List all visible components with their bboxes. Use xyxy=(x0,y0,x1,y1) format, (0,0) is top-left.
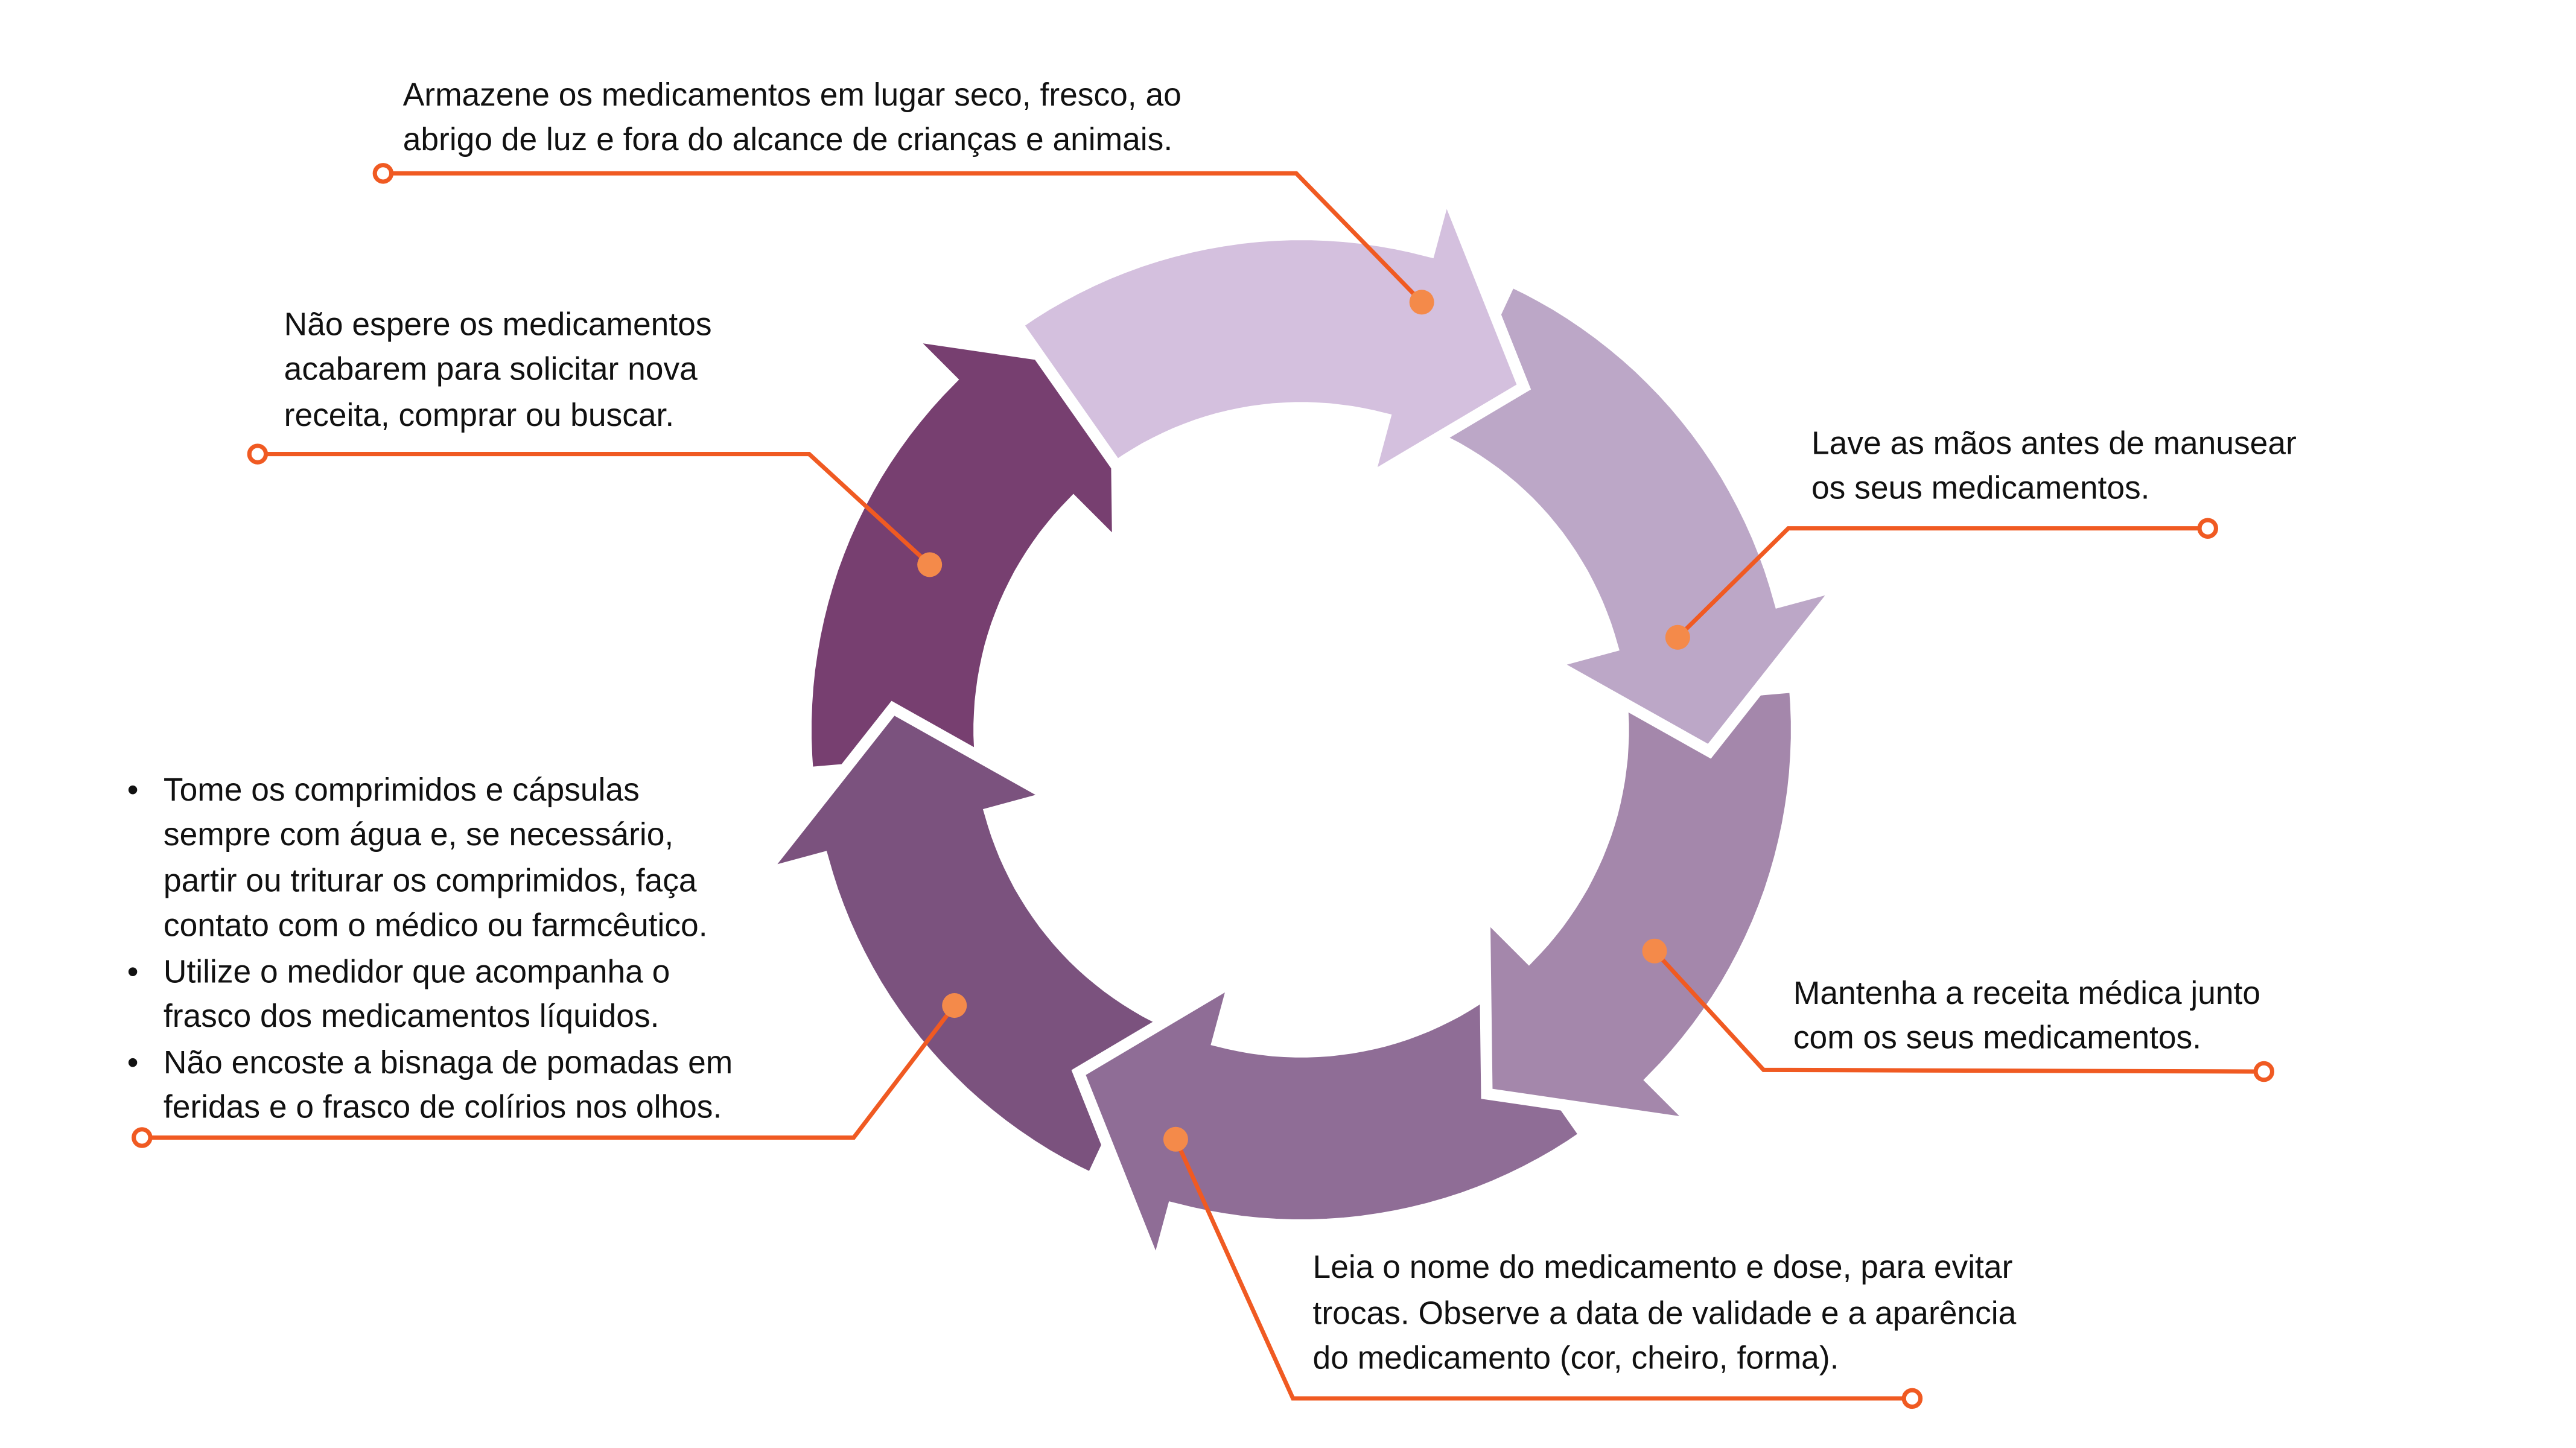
leader-wash-hands xyxy=(1665,518,2218,650)
text-administration: • Tome os comprimidos e cápsulas sempre … xyxy=(127,772,733,1125)
text-line: trocas. Observe a data de validade e a a… xyxy=(1313,1296,2017,1332)
text-line: Lave as mãos antes de manusear xyxy=(1811,426,2297,462)
leader-line xyxy=(1676,526,2201,639)
leader-line xyxy=(1653,949,2257,1074)
leader-end-ring xyxy=(2253,1061,2275,1082)
text-line: abrigo de luz e fora do alcance de crian… xyxy=(403,122,1172,157)
leader-storage xyxy=(372,163,1434,315)
text-read-name: Leia o nome do medicamento e dose, para … xyxy=(1313,1250,2017,1376)
bullet: • xyxy=(127,772,139,808)
text-line: Armazene os medicamentos em lugar seco, … xyxy=(403,77,1181,113)
text-line: Leia o nome do medicamento e dose, para … xyxy=(1313,1250,2013,1285)
text-line: receita, comprar ou buscar. xyxy=(284,398,675,433)
leader-end-ring xyxy=(247,443,269,465)
text-line: Mantenha a receita médica junto xyxy=(1793,976,2260,1011)
leader-line xyxy=(148,1004,956,1140)
text-prescription: Mantenha a receita médica junto com os s… xyxy=(1793,976,2260,1056)
leader-end-ring xyxy=(372,163,394,184)
text-line: frasco dos medicamentos líquidos. xyxy=(164,999,660,1034)
leader-read-name xyxy=(1163,1126,1923,1409)
text-line: sempre com água e, se necessário, xyxy=(164,817,673,853)
leader-prescription xyxy=(1642,938,2275,1082)
text-line: com os seus medicamentos. xyxy=(1793,1020,2201,1056)
arrow-read-name xyxy=(1071,968,1594,1288)
bullet: • xyxy=(127,954,139,989)
text-line: acabarem para solicitar nova xyxy=(284,351,698,387)
text-wash-hands: Lave as mãos antes de manusear os seus m… xyxy=(1811,426,2297,506)
text-storage: Armazene os medicamentos em lugar seco, … xyxy=(403,77,1181,157)
cycle-arrows xyxy=(746,172,1856,1288)
leader-end-ring xyxy=(1901,1388,1923,1409)
leader-line xyxy=(264,452,932,567)
bullet: • xyxy=(127,1045,139,1081)
leader-dot xyxy=(1642,938,1667,964)
leader-dot xyxy=(1665,624,1690,650)
leader-dot xyxy=(917,552,943,577)
leader-end-ring xyxy=(2197,518,2218,539)
text-line: Não encoste a bisnaga de pomadas em xyxy=(164,1045,733,1081)
leader-end-ring xyxy=(132,1127,153,1148)
text-line: do medicamento (cor, cheiro, forma). xyxy=(1313,1341,1839,1376)
leader-administration xyxy=(132,993,967,1148)
text-line: os seus medicamentos. xyxy=(1811,470,2150,506)
arrow-wash-hands xyxy=(1430,273,1856,759)
arrow-storage xyxy=(1009,172,1531,492)
text-line: Tome os comprimidos e cápsulas xyxy=(164,772,640,808)
text-line: partir ou triturar os comprimidos, faça xyxy=(164,863,697,899)
text-line: Não espere os medicamentos xyxy=(284,307,712,343)
leader-dot xyxy=(942,993,967,1018)
leader-line xyxy=(389,171,1423,304)
text-line: feridas e o frasco de colírios nos olhos… xyxy=(164,1090,722,1125)
leader-dot xyxy=(1163,1126,1188,1152)
text-renew: Não espere os medicamentos acabarem para… xyxy=(284,307,712,434)
arrow-prescription xyxy=(1478,680,1802,1133)
arrow-administration xyxy=(746,700,1173,1187)
leader-dot xyxy=(1409,290,1434,315)
leader-line xyxy=(1174,1138,1906,1401)
text-line: Utilize o medidor que acompanha o xyxy=(164,954,670,989)
leader-renew xyxy=(247,443,943,577)
text-line: contato com o médico ou farmcêutico. xyxy=(164,908,708,944)
